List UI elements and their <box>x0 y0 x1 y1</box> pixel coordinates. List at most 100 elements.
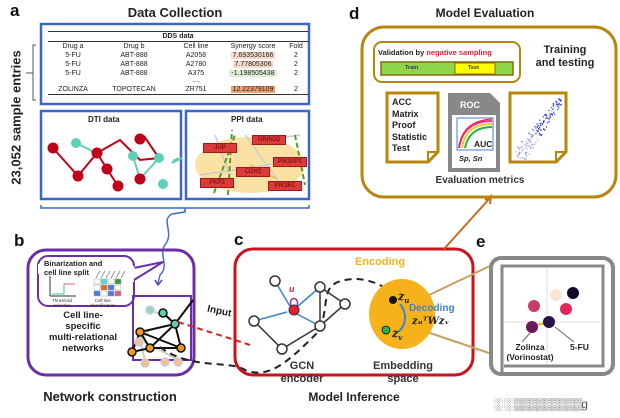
panel-a-title: Data Collection <box>127 5 223 20</box>
gcn-encoder-label-line: encoder <box>280 373 324 385</box>
column-header: Synergy score <box>230 43 276 50</box>
threshold-label: Threshold selection <box>52 298 72 308</box>
scatter-point <box>542 116 544 118</box>
network-description-line: specific <box>65 321 101 332</box>
cell: ABT-888 <box>120 52 148 59</box>
scatter-point <box>525 141 528 143</box>
metric-item: Matrix <box>392 108 419 119</box>
scatter-point <box>560 100 562 102</box>
scatter-point <box>516 154 518 157</box>
dds-frame <box>39 22 311 106</box>
cell: 5-FU <box>65 70 81 77</box>
zv-subscript: v <box>398 333 403 343</box>
scatter-point <box>532 146 534 149</box>
gcn-encoder-label: GCN encoder <box>272 360 332 386</box>
scatter-point <box>528 132 530 134</box>
table-row: 5-FU ABT-888 A2058 7.693530166 2 <box>48 51 308 60</box>
panel-b-letter: b <box>14 231 25 250</box>
grid-cell <box>114 278 122 285</box>
table-ellipsis-row: .... <box>48 77 308 85</box>
grid-hatch <box>100 270 106 279</box>
panel-a-letter: a <box>10 1 20 20</box>
auc-label: AUC <box>474 139 493 149</box>
ellipsis: .... <box>192 77 200 84</box>
table-header-row: Drug a Drug b Cell line Synergy score Fo… <box>48 42 308 51</box>
grid-cell <box>114 284 122 291</box>
ppi-gene: CDH2 <box>236 167 270 177</box>
scatter-point <box>526 148 528 150</box>
zu-symbol: z <box>398 290 405 303</box>
panel-d-title: Model Evaluation <box>435 6 535 20</box>
scatter-point <box>544 114 546 117</box>
scatter-point <box>520 147 522 149</box>
metric-item: ACC <box>392 97 412 107</box>
scatter-point <box>537 127 540 130</box>
metrics-list: ACC Matrix Proof Statistic Test <box>392 97 427 155</box>
validation-box <box>373 41 521 83</box>
scatter-point <box>555 101 558 104</box>
embedding-space-label-line: Embedding <box>373 360 433 372</box>
cell: ZOLINZA <box>58 86 88 93</box>
sample-bracket <box>26 44 36 101</box>
table-row: 5-FU ABT-888 A375 -1.198505438 2 <box>48 69 308 78</box>
roc-label: ROC <box>460 100 480 110</box>
zv-symbol: z <box>392 327 399 340</box>
scatter-point <box>523 157 526 160</box>
scatter-point <box>547 122 549 124</box>
dti-frame <box>39 109 183 201</box>
cell: 5-FU <box>65 52 81 59</box>
validation-prefix: Validation by <box>378 48 427 57</box>
scatter-point <box>557 109 559 111</box>
scatter-point <box>529 146 531 148</box>
dti-network <box>47 133 183 192</box>
scatter-point <box>526 143 528 145</box>
scatter-point <box>539 128 541 130</box>
train-label: Train <box>405 65 419 71</box>
scatter-point <box>528 139 530 141</box>
scatter-point <box>557 105 559 108</box>
5fu-label: 5-FU <box>570 342 589 352</box>
grid-cell <box>93 284 101 291</box>
scatter-point <box>543 121 545 124</box>
scatter-point <box>540 124 542 127</box>
scatter-point <box>549 113 551 115</box>
zv-label: zv <box>392 327 402 342</box>
classification-label-line: Cell line <box>94 298 111 303</box>
network-description-line: networks <box>62 343 104 354</box>
scatter-point <box>559 104 561 106</box>
scatter-point <box>548 120 550 123</box>
scatter-point <box>535 133 537 135</box>
scatter-point <box>538 132 541 135</box>
scatter-point <box>558 98 561 101</box>
training-testing-label: Training and testing <box>526 44 604 70</box>
scatter-point <box>524 152 527 154</box>
panel-c-title: Model Inference <box>308 390 400 404</box>
scatter-point <box>552 105 554 107</box>
scatter-point <box>558 107 560 109</box>
scatter-point <box>536 123 538 125</box>
scatter-point <box>526 145 528 147</box>
scatter-point <box>535 127 537 130</box>
training-testing-line: Training <box>543 44 587 56</box>
metric-item: Proof <box>392 120 416 130</box>
scatter-point <box>537 125 539 128</box>
table-row: ZOLINZA TOPOTECAN ZR751 12.22379109 2 <box>48 85 308 94</box>
sample-entries-label: 23,052 sample entries <box>8 50 24 185</box>
scatter-point <box>541 123 544 126</box>
zolinza-label-line: Zolinza <box>515 342 545 352</box>
scatter-point <box>539 126 541 128</box>
panel-e-letter: e <box>476 232 486 251</box>
cell: ZR751 <box>185 86 207 93</box>
scatter-point <box>529 140 531 142</box>
embedding-space-label-line: space <box>387 373 419 385</box>
cell: 2 <box>294 86 298 93</box>
panel-e-frame <box>489 256 615 376</box>
scatter-point <box>544 129 546 131</box>
node-u-label: u <box>289 284 295 294</box>
scatter-point <box>538 134 541 136</box>
cell: 2 <box>294 52 298 59</box>
cell-line-grid <box>93 270 126 297</box>
synergy-score: 7.693530166 <box>230 52 276 59</box>
connector-c-d <box>443 197 491 250</box>
ppi-gene: PIK3R1 <box>268 181 302 191</box>
